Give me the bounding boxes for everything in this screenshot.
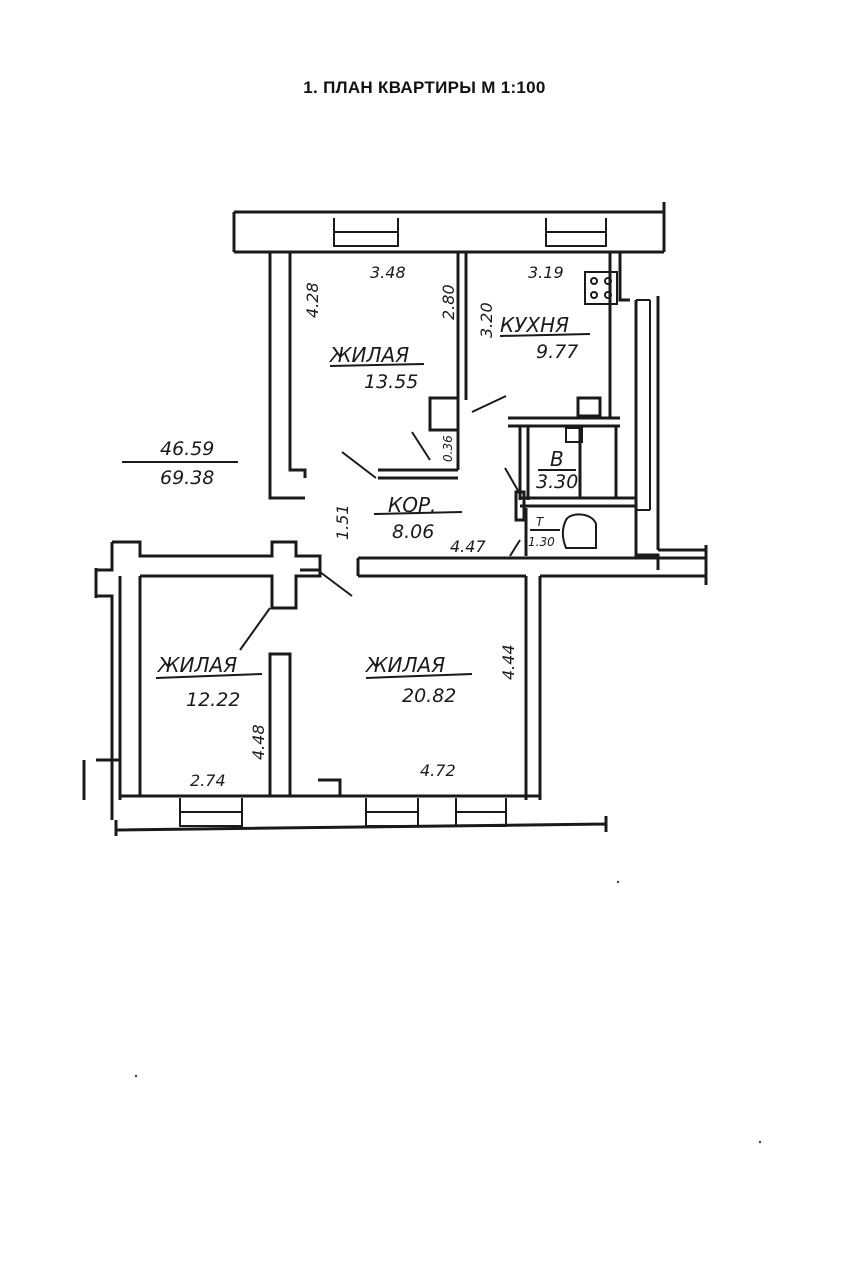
dim-corridor-length: 4.47 — [450, 537, 486, 556]
middle-wall — [319, 556, 706, 800]
room3-label: ЖИЛАЯ — [364, 653, 445, 677]
total-area: 69.38 — [160, 467, 214, 489]
dim-room2-width: 2.74 — [190, 771, 226, 790]
area-summary: 46.59 69.38 — [122, 438, 238, 489]
room2-area: 12.22 — [186, 689, 240, 711]
partition-kitchen-bath — [504, 252, 636, 557]
dim-room1-partition: 2.80 — [439, 284, 458, 320]
bath-area: 3.30 — [536, 471, 578, 493]
toilet-label: Т — [536, 515, 545, 529]
room3-area: 20.82 — [402, 685, 456, 707]
room1-area: 13.55 — [364, 371, 418, 393]
exterior-wall-right — [634, 296, 708, 585]
living-area-total: 46.59 — [160, 438, 214, 460]
dim-room3-depth: 4.44 — [499, 644, 518, 680]
dim-room3-width: 4.72 — [420, 761, 456, 780]
dim-closet: 0.36 — [441, 435, 455, 462]
bath-label: В — [550, 447, 564, 471]
dim-room1-width: 3.48 — [370, 263, 406, 282]
plan-title: 1. ПЛАН КВАРТИРЫ М 1:100 — [303, 78, 546, 97]
room1-label: ЖИЛАЯ — [328, 343, 409, 367]
toilet-area: 1.30 — [528, 535, 555, 549]
stove-icon — [584, 271, 618, 305]
corridor-area: 8.06 — [392, 521, 434, 543]
room2-label: ЖИЛАЯ — [156, 653, 237, 677]
lower-walls — [82, 540, 608, 836]
dim-corridor-width: 1.51 — [333, 504, 352, 540]
dim-kitchen-depth: 3.20 — [477, 302, 496, 338]
exterior-wall-top — [232, 202, 666, 500]
dim-room1-depth: 4.28 — [303, 282, 322, 318]
partition-room1-kitchen — [341, 252, 507, 480]
dim-room2-depth: 4.48 — [249, 724, 268, 760]
kitchen-label: КУХНЯ — [500, 313, 569, 337]
kitchen-area: 9.77 — [536, 341, 578, 363]
dim-kitchen-width: 3.19 — [528, 263, 564, 282]
